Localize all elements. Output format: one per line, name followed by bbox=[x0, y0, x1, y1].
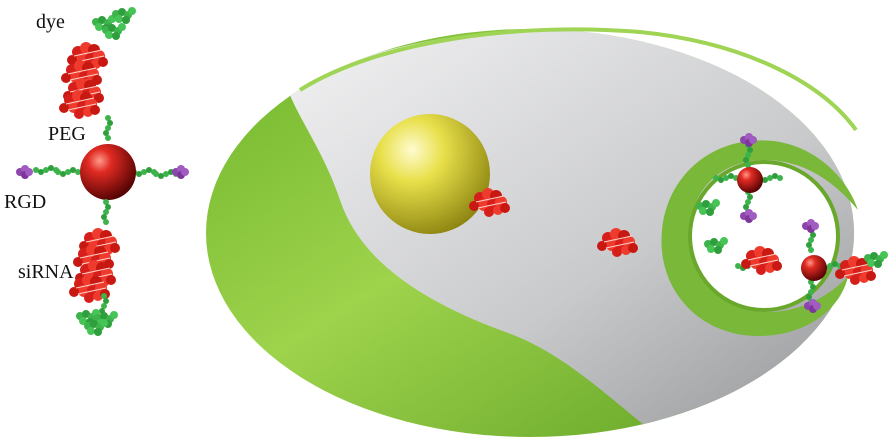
dye-label: dye bbox=[36, 12, 65, 32]
sirna-strand-lower bbox=[69, 228, 120, 303]
dye-molecule-bottom bbox=[76, 309, 118, 336]
rgd-peptide-right bbox=[131, 165, 189, 179]
nanoparticle-core bbox=[80, 144, 136, 200]
nanoparticle-conjugate-icon bbox=[16, 7, 189, 336]
cell bbox=[206, 29, 888, 438]
dye-molecule bbox=[92, 7, 136, 40]
peg-chain-up bbox=[103, 115, 113, 141]
sirna-label: siRNA bbox=[18, 262, 74, 282]
rgd-peptide-left bbox=[16, 165, 81, 179]
peg-label: PEG bbox=[48, 124, 86, 144]
yellow-sphere bbox=[370, 114, 490, 234]
rgd-label: RGD bbox=[4, 192, 46, 212]
sirna-strand-upper bbox=[59, 42, 108, 119]
peg-chain-down bbox=[101, 199, 111, 225]
